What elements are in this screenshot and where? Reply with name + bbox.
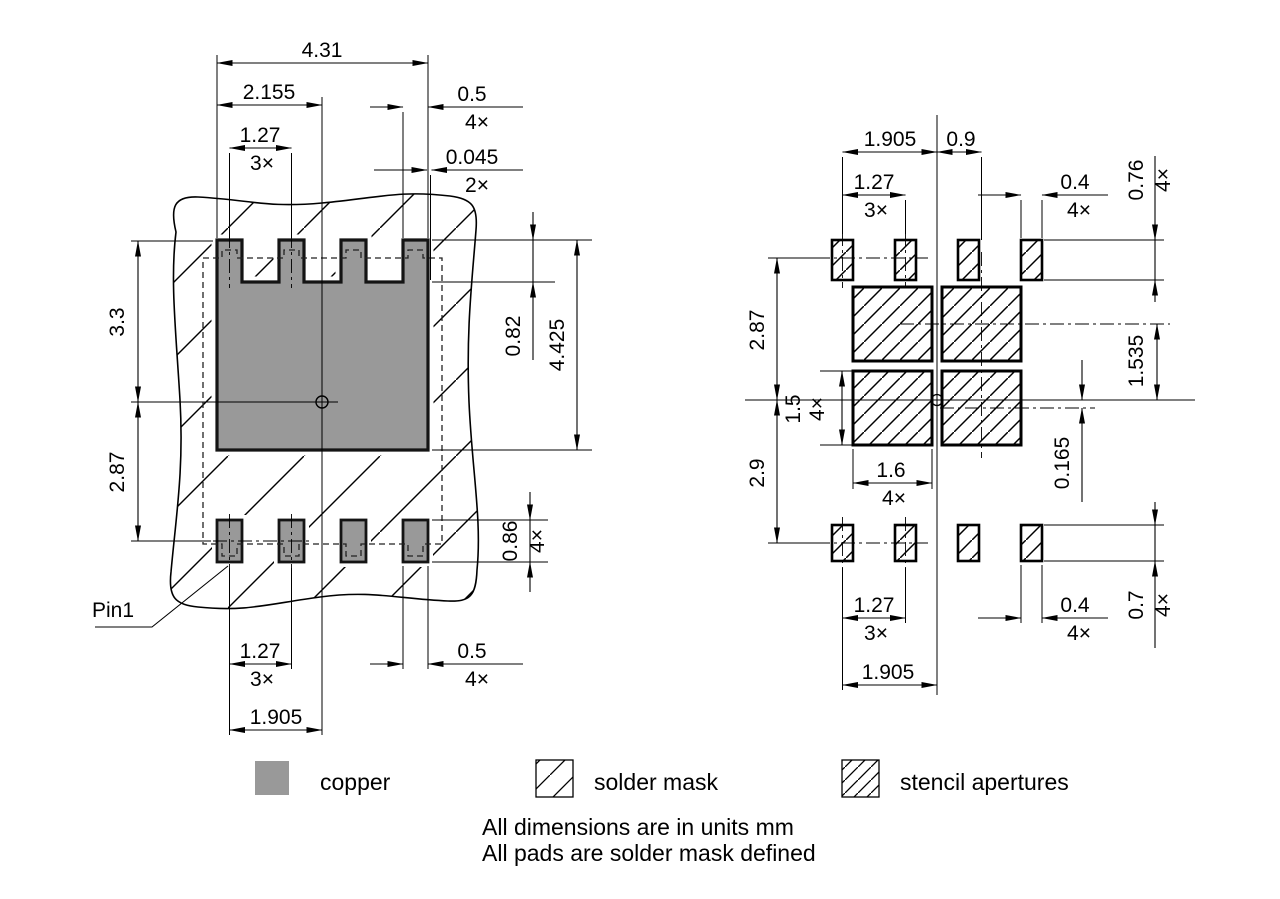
dim-count: 4× [1067,199,1091,222]
copper-pad [339,518,368,564]
dim-label: 2.9 [746,458,769,487]
origin-marker [315,395,329,409]
notes: All dimensions are in units mm All pads … [482,814,816,866]
dimension-lines [774,149,1160,688]
dim-label: 0.165 [1051,437,1074,490]
copper-pad [401,518,430,564]
dim-count: 2× [465,174,489,197]
legend-label: stencil apertures [900,769,1069,795]
dim-count: 4× [882,487,906,510]
dim-count: 4× [465,668,489,691]
dim-label: 0.9 [946,128,975,151]
dim-label: 0.82 [502,316,525,357]
legend: copper solder mask stencil apertures [255,759,1069,798]
dim-label: 0.045 [446,146,499,169]
stencil-aperture [851,285,934,363]
pin1-label: Pin1 [92,599,134,622]
stencil-aperture [851,369,934,447]
dim-count: 4× [465,111,489,134]
dim-count: 3× [250,668,274,691]
dim-label: 0.5 [457,83,486,106]
dim-count: 4× [1152,168,1175,192]
dimension-lines [95,60,580,733]
stencil-aperture [830,238,855,282]
dim-count: 4× [526,529,549,553]
dim-label: 0.86 [499,521,522,562]
dim-label: 0.4 [1060,594,1090,617]
stencil-apertures-bottom [830,523,1044,563]
dim-label: 0.7 [1125,590,1148,619]
dim-label: 4.31 [302,39,343,62]
dim-count: 3× [864,622,888,645]
pad-centerlines [213,234,310,568]
stencil-aperture [893,238,918,282]
centerlines [131,97,338,735]
dimension-labels: 4.31 2.155 1.27 3× 0.5 4× 0.045 2× 3.3 2… [92,39,569,729]
note-units: All dimensions are in units mm [482,814,794,840]
dim-label: 1.6 [876,459,905,482]
stencil-aperture [956,238,981,282]
legend-label: solder mask [594,769,718,795]
dim-label: 3.3 [106,307,129,336]
dim-count: 4× [1152,593,1175,617]
stencil-apertures-thermal [851,285,1023,447]
dim-label: 1.905 [250,706,303,729]
dimension-labels: 1.905 0.9 1.27 3× 0.4 4× 0.76 4× 2.87 2.… [746,128,1175,684]
dim-label: 0.76 [1125,160,1148,201]
dim-label: 1.5 [782,394,805,423]
dim-label: 1.27 [854,171,895,194]
stencil-aperture [940,369,1023,447]
stencil-aperture [1019,238,1044,282]
dim-label: 2.87 [746,310,769,351]
dim-count: 3× [250,152,274,175]
legend-copper-swatch [255,761,289,795]
stencil-apertures-top [830,238,1044,282]
stencil-aperture [940,285,1023,363]
dim-label: 2.87 [106,452,129,493]
dim-label: 1.905 [862,661,915,684]
pin1-leader [95,565,229,628]
stencil-aperture [1019,523,1044,563]
dim-count: 4× [806,397,829,421]
dim-count: 4× [1067,622,1091,645]
note-mask-defined: All pads are solder mask defined [482,840,816,866]
dim-label: 1.27 [240,640,281,663]
legend-solder-mask-swatch [535,759,574,798]
stencil-aperture [893,523,918,563]
stencil-aperture [830,523,855,563]
dim-label: 1.27 [854,594,895,617]
dim-label: 2.155 [243,81,296,104]
mask-opening-outline [202,249,443,557]
legend-stencil-swatch [841,759,880,798]
dim-label: 1.535 [1125,335,1148,388]
dim-label: 1.27 [240,124,281,147]
dim-label: 0.4 [1060,171,1090,194]
dim-label: 4.425 [546,319,569,372]
left-view: 4.31 2.155 1.27 3× 0.5 4× 0.045 2× 3.3 2… [92,39,592,735]
dim-count: 3× [864,199,888,222]
right-view: 1.905 0.9 1.27 3× 0.4 4× 0.76 4× 2.87 2.… [745,115,1195,695]
dim-label: 0.5 [457,640,486,663]
stencil-aperture [956,523,981,563]
dim-label: 1.905 [864,128,917,151]
legend-label: copper [320,769,391,795]
